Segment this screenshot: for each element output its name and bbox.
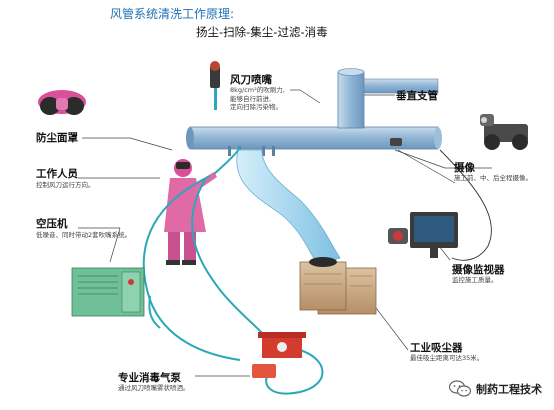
collector-desc: 最佳吸尘距离可达35米。 (410, 354, 484, 362)
nozzle-tool (210, 61, 220, 110)
nozzle-label: 风刀喷嘴 (230, 74, 272, 86)
leader-lines (78, 89, 492, 377)
dust-collector (299, 257, 377, 315)
compressor-label: 空压机 (36, 218, 68, 230)
flexible-duct (236, 149, 341, 266)
crawler-camera (480, 114, 528, 150)
camera-monitor (388, 212, 458, 258)
sprayer-label: 专业消毒气泵 (118, 372, 181, 384)
wechat-icon (449, 380, 471, 397)
worker-desc: 控制风刀运行方向。 (36, 181, 95, 189)
nozzle-desc: 8kg/cm²的吹刷力, 能够自行前进, 定向扫除污染物。 (230, 86, 285, 111)
camera-desc: 施工前、中、后全程摄像。 (454, 174, 532, 182)
worker-label: 工作人员 (36, 168, 78, 180)
hoses (142, 145, 324, 395)
sprayer-desc: 通过风刀喷嘴雾状喷洒。 (118, 384, 190, 392)
support-label: 垂直支管 (396, 90, 438, 102)
compressor-desc: 低噪音、同时带动2套吹嘴系统。 (36, 231, 132, 239)
pump-foot-switch (252, 364, 276, 378)
camera-cable (439, 149, 492, 261)
air-compressor (71, 267, 145, 317)
diagram-title: 风管系统清洗工作原理: (110, 7, 235, 21)
dust-mask (38, 90, 86, 115)
watermark: 制药工程技术 (449, 380, 542, 398)
duct-end-right (434, 127, 442, 149)
vertical-branch-duct (337, 71, 365, 129)
monitor-desc: 监控施工质量。 (452, 276, 498, 284)
monitor-label: 摄像监视器 (452, 264, 505, 276)
mask-label: 防尘面罩 (36, 132, 78, 144)
camera-in-duct (390, 138, 402, 146)
collector-label: 工业吸尘器 (410, 342, 463, 354)
watermark-text: 制药工程技术 (476, 383, 542, 396)
worker-figure (164, 159, 217, 265)
diagram-subtitle: 扬尘-扫除-集尘-过滤-消毒 (196, 25, 328, 39)
camera-label: 摄像 (454, 162, 475, 174)
duct-end-left (186, 127, 194, 149)
disinfection-pump (252, 332, 306, 378)
